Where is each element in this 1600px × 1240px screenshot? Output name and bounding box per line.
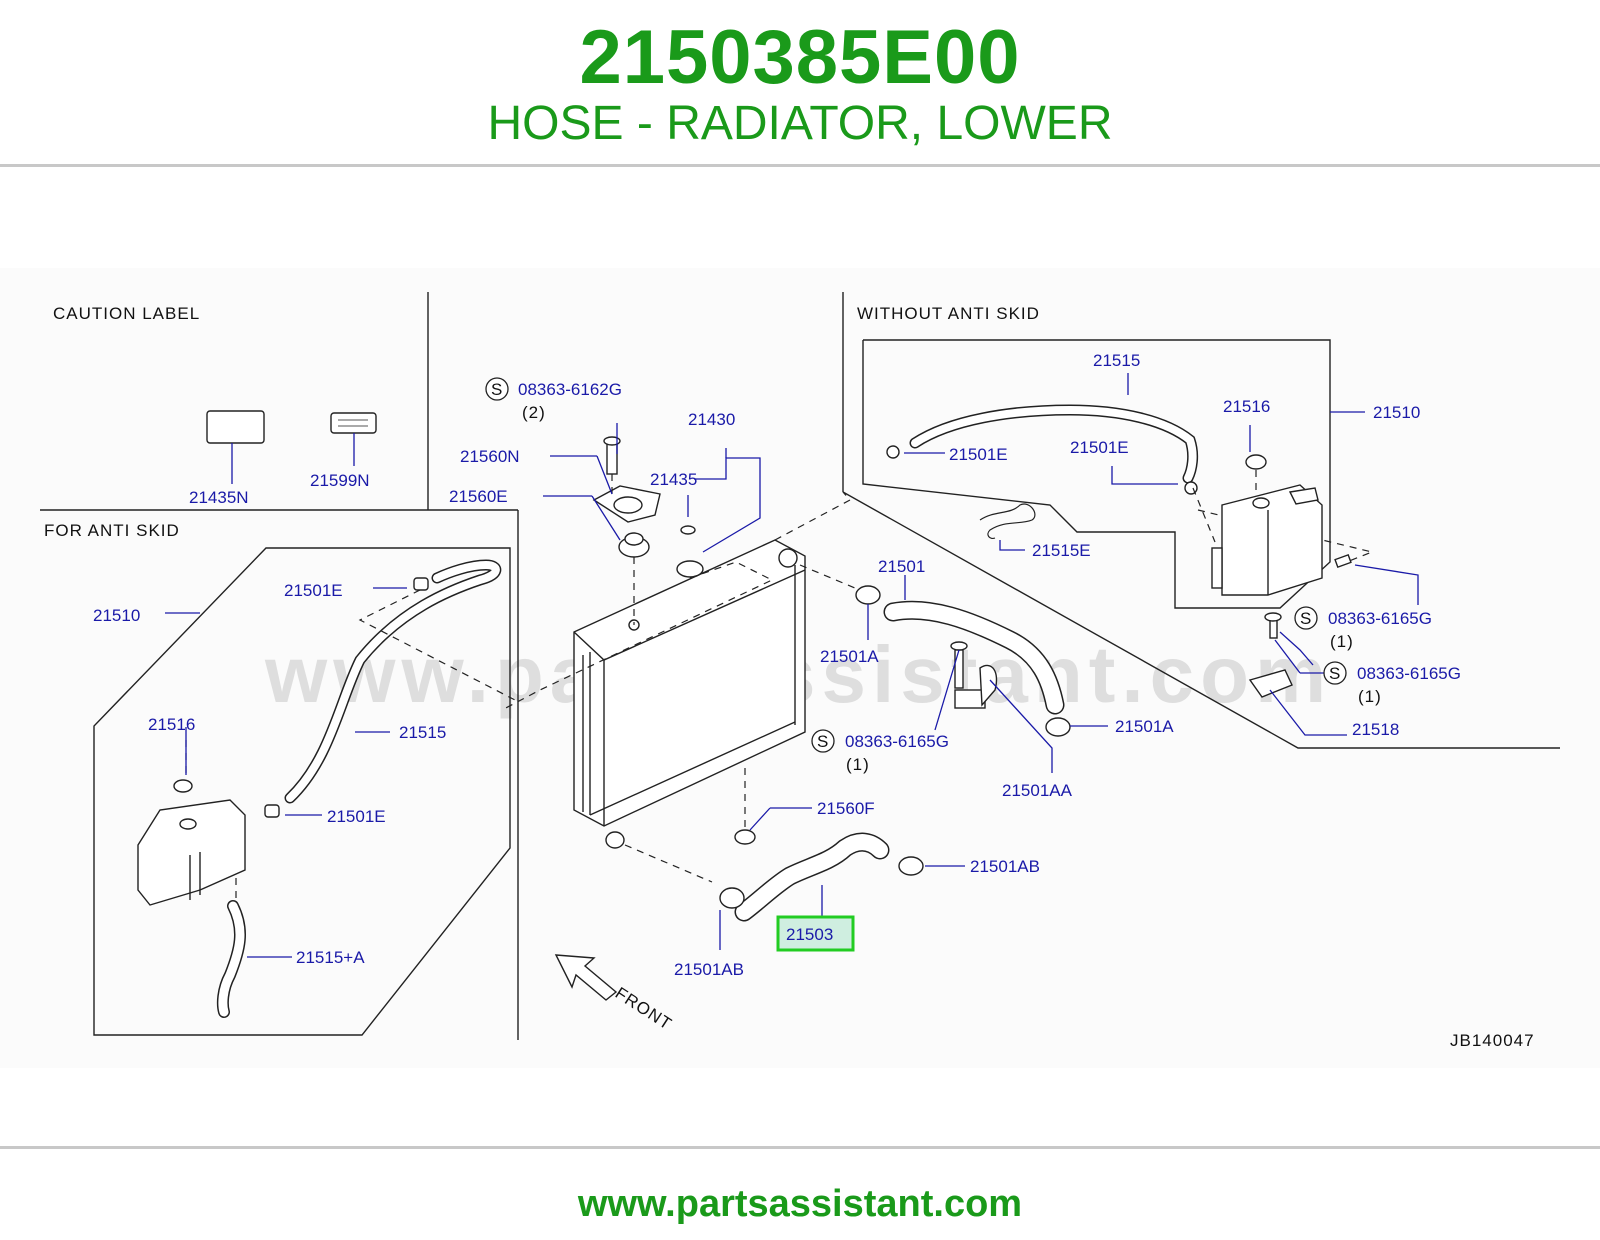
label-21560f[interactable]: 21560F [817, 799, 875, 818]
caution-label-heading: CAUTION LABEL [53, 304, 200, 323]
section-frames [40, 292, 1560, 1040]
s-symbol-4: S [1329, 664, 1341, 683]
lower-radiator-hose-drawing [734, 832, 890, 922]
qty-1-mid: (1) [846, 755, 870, 774]
left-overflow-hose-drawing [216, 559, 502, 1018]
label-21515-left[interactable]: 21515 [399, 723, 446, 742]
cap-and-bracket-drawing [592, 436, 756, 845]
label-08363-6165g-r1[interactable]: 08363-6165G [1328, 609, 1432, 628]
label-21518[interactable]: 21518 [1352, 720, 1399, 739]
part-number-title: 2150385E00 [579, 15, 1021, 100]
label-21510-right[interactable]: 21510 [1373, 403, 1420, 422]
label-21501e-left-top[interactable]: 21501E [284, 581, 343, 600]
right-dashed-guides [1192, 470, 1257, 543]
front-arrow-icon [554, 954, 618, 1001]
highlight-21503-box [776, 915, 855, 952]
s-symbol-circle-2 [811, 729, 835, 753]
right-wire-and-fasteners-drawing [886, 445, 1352, 698]
s-symbol-circle-3 [1294, 606, 1318, 630]
label-21515e[interactable]: 21515E [1032, 541, 1091, 560]
caution-label-21435n-drawing [206, 410, 265, 444]
for-anti-skid-heading: FOR ANTI SKID [44, 521, 180, 540]
s-symbol-circle-1 [485, 377, 509, 401]
label-21599n[interactable]: 21599N [310, 471, 370, 490]
upper-radiator-hose-drawing [883, 600, 1065, 715]
label-21503-highlighted[interactable]: 21503 [786, 925, 833, 944]
s-symbol-3: S [1300, 609, 1312, 628]
s-symbol-1: S [491, 380, 503, 399]
center-dashed-guides [501, 474, 1374, 883]
qty-1-r2: (1) [1358, 687, 1382, 706]
qty-1-r1: (1) [1330, 632, 1354, 651]
center-clamps-drawing [719, 585, 1071, 909]
right-reservoir-tank-drawing [1211, 454, 1323, 596]
s-symbol-2: S [817, 732, 829, 751]
label-21501e-left-bottom[interactable]: 21501E [327, 807, 386, 826]
label-21501e-right-a[interactable]: 21501E [949, 445, 1008, 464]
caution-label-21599n-drawing [330, 412, 377, 434]
label-21501aa[interactable]: 21501AA [1002, 781, 1073, 800]
label-21435[interactable]: 21435 [650, 470, 697, 489]
label-21501[interactable]: 21501 [878, 557, 925, 576]
left-clamps-drawing [264, 577, 429, 818]
without-anti-skid-heading: WITHOUT ANTI SKID [857, 304, 1040, 323]
s-symbol-circle-4 [1323, 661, 1347, 685]
drawing-id: JB140047 [1450, 1031, 1535, 1050]
right-overflow-hose-drawing [909, 404, 1199, 484]
footer-divider [0, 1146, 1600, 1149]
label-21515a[interactable]: 21515+A [296, 948, 365, 967]
label-21501ab-left[interactable]: 21501AB [674, 960, 744, 979]
label-21501a-left[interactable]: 21501A [820, 647, 879, 666]
label-21501a-right[interactable]: 21501A [1115, 717, 1174, 736]
label-08363-6162g[interactable]: 08363-6162G [518, 380, 622, 399]
label-21516-left[interactable]: 21516 [148, 715, 195, 734]
label-21435n[interactable]: 21435N [189, 488, 249, 507]
label-21560e[interactable]: 21560E [449, 487, 508, 506]
label-21515-right[interactable]: 21515 [1093, 351, 1140, 370]
label-21501e-right-b[interactable]: 21501E [1070, 438, 1129, 457]
header-divider [0, 164, 1600, 167]
label-21560n[interactable]: 21560N [460, 447, 520, 466]
caution-label-texture [338, 419, 368, 427]
label-08363-6165g-r2[interactable]: 08363-6165G [1357, 664, 1461, 683]
left-reservoir-tank-drawing [137, 779, 246, 906]
label-21510-left[interactable]: 21510 [93, 606, 140, 625]
qty-2: (2) [522, 403, 546, 422]
label-21430[interactable]: 21430 [688, 410, 735, 429]
label-08363-6165g-mid[interactable]: 08363-6165G [845, 732, 949, 751]
label-21501ab-right[interactable]: 21501AB [970, 857, 1040, 876]
part-name-subtitle: HOSE - RADIATOR, LOWER [487, 97, 1113, 150]
footer-url[interactable]: www.partsassistant.com [577, 1183, 1023, 1225]
label-21516-right[interactable]: 21516 [1223, 397, 1270, 416]
